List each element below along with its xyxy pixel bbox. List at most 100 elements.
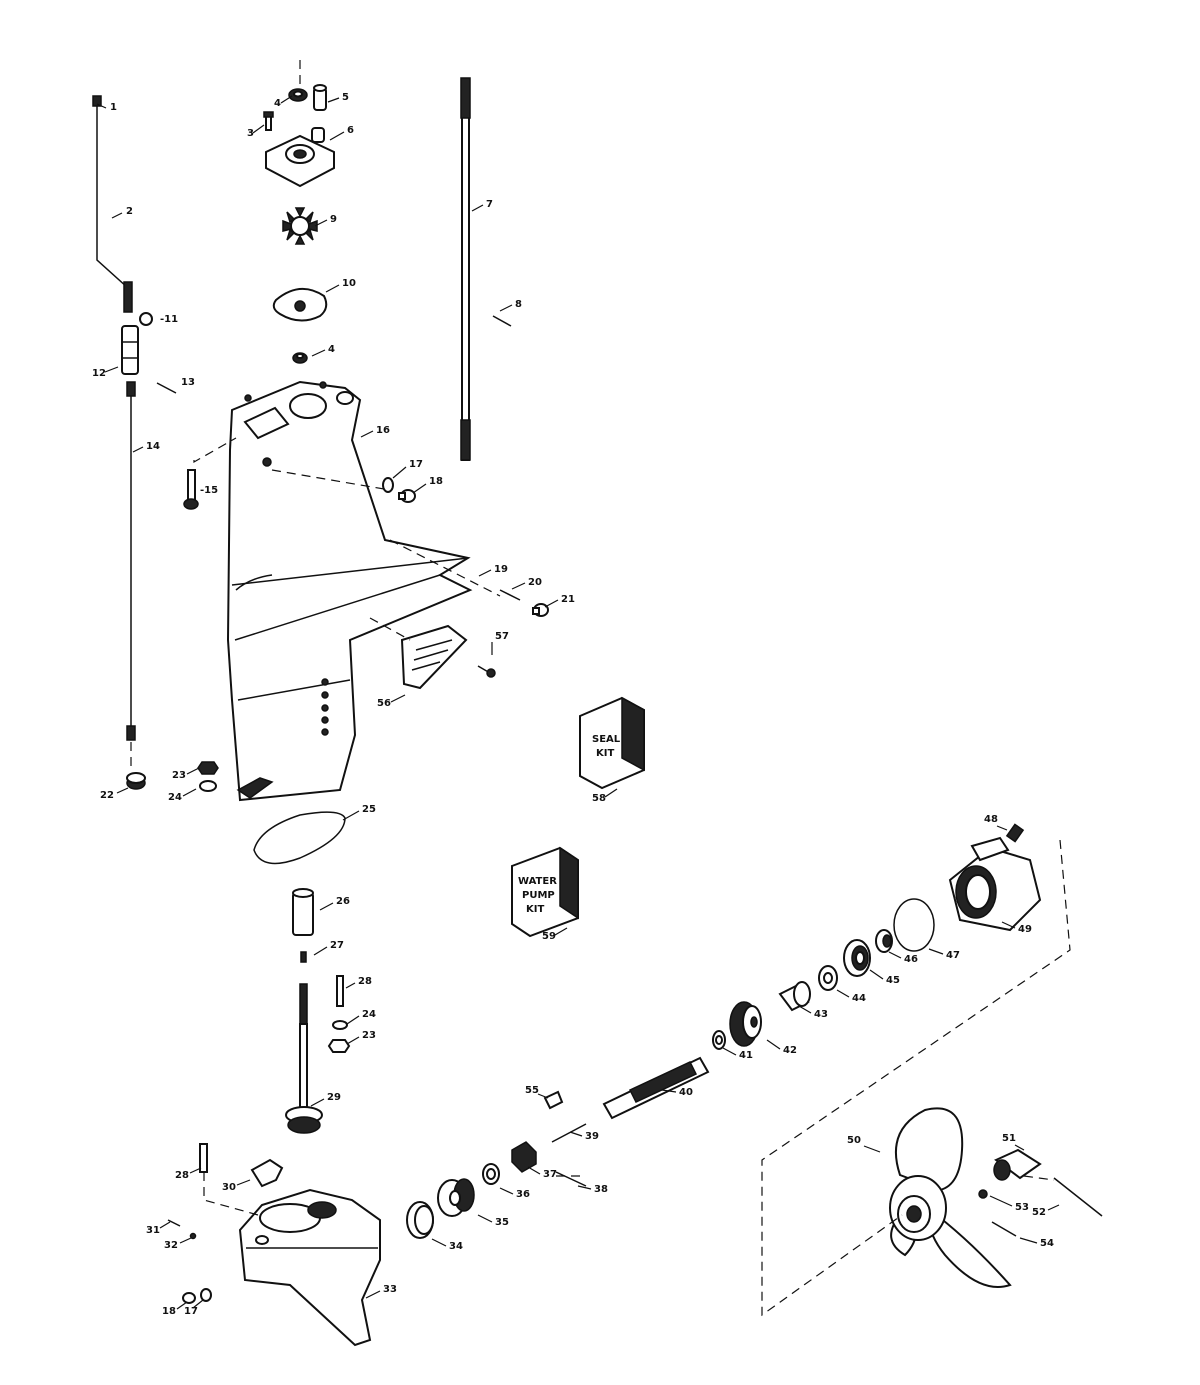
callout-leader-c51 bbox=[1014, 1144, 1025, 1151]
callout-c46: 46 bbox=[904, 954, 918, 965]
part-21-screw bbox=[532, 603, 549, 617]
callout-leader-c54 bbox=[1019, 1237, 1038, 1244]
callout-leader-c2 bbox=[111, 212, 123, 219]
part-40-propeller-shaft bbox=[602, 1056, 710, 1120]
callout-c29: 29 bbox=[327, 1092, 341, 1103]
callout-c23b: 23 bbox=[362, 1030, 376, 1041]
part-18-screw-upper bbox=[398, 489, 416, 503]
callout-leader-c39 bbox=[569, 1131, 583, 1137]
seal-kit-box: SEAL KIT bbox=[579, 696, 645, 790]
water-pump-kit-label-line3: KIT bbox=[526, 904, 544, 915]
callout-leader-c4b bbox=[311, 349, 326, 357]
callout-c41: 41 bbox=[739, 1050, 753, 1061]
part-11-nut bbox=[139, 312, 153, 326]
callout-c48: 48 bbox=[984, 814, 998, 825]
part-54-pin bbox=[991, 1221, 1017, 1237]
callout-leader-c25 bbox=[342, 810, 360, 821]
callout-c7: 7 bbox=[486, 199, 493, 210]
callout-leader-c23b bbox=[346, 1036, 360, 1045]
callout-c12: 12 bbox=[92, 368, 106, 379]
callout-c54: 54 bbox=[1040, 1238, 1054, 1249]
callout-c50: 50 bbox=[847, 1135, 861, 1146]
callout-c17b: 17 bbox=[184, 1306, 198, 1317]
part-49-bearing-carrier bbox=[948, 836, 1042, 932]
callout-leader-c58 bbox=[604, 788, 618, 798]
callout-leader-c6 bbox=[329, 131, 345, 141]
callout-leader-c28a bbox=[345, 982, 356, 989]
callout-c8: 8 bbox=[515, 299, 522, 310]
part-37-clutch bbox=[511, 1141, 537, 1173]
callout-c5: 5 bbox=[342, 92, 349, 103]
part-16-driveshaft-housing bbox=[226, 380, 473, 802]
callout-leader-c43 bbox=[798, 1005, 812, 1014]
callout-c21: 21 bbox=[561, 594, 575, 605]
part-41-washer bbox=[712, 1030, 726, 1050]
part-50-propeller bbox=[889, 1107, 1012, 1288]
part-44-washer bbox=[818, 965, 838, 991]
part-15-bolt bbox=[183, 469, 199, 510]
part-9-impeller bbox=[282, 207, 318, 245]
callout-c47: 47 bbox=[946, 950, 960, 961]
callout-c18a: 18 bbox=[429, 476, 443, 487]
part-17-washer-upper bbox=[382, 477, 394, 493]
callout-leader-c52 bbox=[1047, 1204, 1060, 1211]
callout-leader-c17a bbox=[392, 466, 407, 479]
callout-leader-c5 bbox=[327, 97, 340, 103]
callout-leader-c12 bbox=[104, 366, 119, 373]
callout-leader-c24b bbox=[346, 1015, 360, 1025]
callout-leader-c14 bbox=[132, 446, 144, 453]
part-22-grommet bbox=[126, 772, 146, 790]
part-26-sleeve bbox=[292, 888, 314, 936]
part-30-clip bbox=[250, 1158, 284, 1188]
callout-leader-c55 bbox=[537, 1093, 549, 1099]
callout-c36: 36 bbox=[516, 1189, 530, 1200]
part-55-cam bbox=[543, 1090, 564, 1110]
part-47-o-ring bbox=[893, 898, 935, 952]
callout-c22: 22 bbox=[100, 790, 114, 801]
callout-leader-c30 bbox=[236, 1179, 251, 1186]
callout-c30: 30 bbox=[222, 1182, 236, 1193]
callout-c4b: 4 bbox=[328, 344, 335, 355]
callout-leader-c53 bbox=[989, 1195, 1013, 1207]
callout-c44: 44 bbox=[852, 993, 866, 1004]
callout-c16: 16 bbox=[376, 425, 390, 436]
part-48-screw bbox=[1005, 823, 1025, 843]
callout-leader-c17b bbox=[192, 1299, 204, 1309]
callout-leader-c3 bbox=[252, 124, 265, 134]
callout-c25: 25 bbox=[362, 804, 376, 815]
part-17-washer-lower bbox=[200, 1288, 212, 1302]
callout-leader-c27 bbox=[313, 946, 328, 956]
callout-leader-c35 bbox=[477, 1214, 493, 1223]
callout-leader-c7 bbox=[471, 204, 484, 212]
callout-leader-c42 bbox=[766, 1039, 781, 1050]
callout-c31: 31 bbox=[146, 1225, 160, 1236]
callout-c2: 2 bbox=[126, 206, 133, 217]
water-pump-kit-label-line1: WATER bbox=[518, 876, 557, 887]
alignment-lines bbox=[130, 60, 1071, 1317]
callout-c33: 33 bbox=[383, 1284, 397, 1295]
part-39-shift-pin bbox=[551, 1123, 587, 1143]
callout-c26: 26 bbox=[336, 896, 350, 907]
part-38-pin bbox=[555, 1171, 587, 1187]
shift-rod-upper bbox=[92, 95, 133, 313]
callout-leader-c49 bbox=[1001, 921, 1016, 929]
part-23-nut-lower bbox=[327, 1039, 351, 1053]
callout-leader-c26 bbox=[319, 902, 334, 911]
part-53-spacer bbox=[978, 1189, 988, 1199]
water-pump-kit-box: WATER PUMP KIT bbox=[511, 846, 579, 938]
callout-c1: 1 bbox=[110, 102, 117, 113]
part-3-screw bbox=[263, 111, 274, 131]
callout-leader-c9 bbox=[314, 219, 328, 227]
callout-c23a: 23 bbox=[172, 770, 186, 781]
callout-c27: 27 bbox=[330, 940, 344, 951]
part-28-stud-upper bbox=[336, 975, 344, 1007]
callout-c35: 35 bbox=[495, 1217, 509, 1228]
part-31-screw bbox=[167, 1219, 181, 1227]
callout-c4a: 4 bbox=[274, 98, 281, 109]
callout-leader-c37 bbox=[527, 1166, 541, 1175]
part-52-cotter-pin bbox=[1053, 1177, 1103, 1217]
callout-leader-c18b bbox=[176, 1301, 188, 1310]
part-57-screw bbox=[477, 665, 496, 678]
part-33-gearcase bbox=[238, 1188, 381, 1347]
callout-c24a: 24 bbox=[168, 792, 182, 803]
